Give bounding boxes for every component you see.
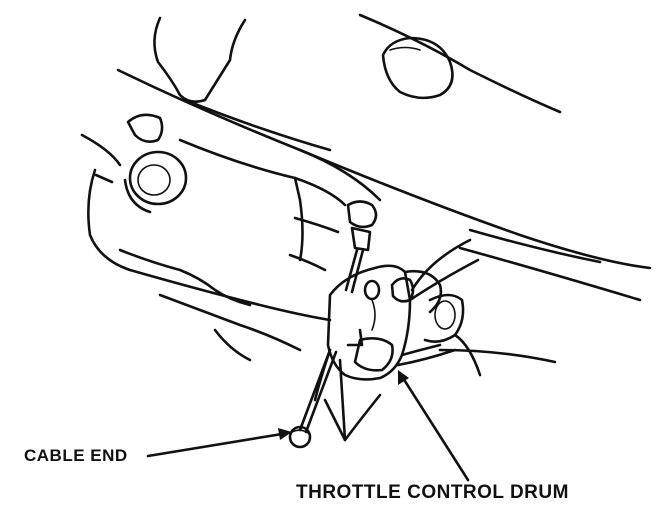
lower-housing	[158, 293, 302, 362]
throttle-drum	[313, 238, 557, 442]
leader-cable-end	[146, 428, 292, 458]
cylinder-housing	[80, 133, 347, 322]
casting-ear	[126, 113, 164, 143]
engine-casting	[116, 13, 652, 302]
throttle-control-drum-label: THROTTLE CONTROL DRUM	[296, 482, 569, 503]
cable-end-label: CABLE END	[24, 446, 128, 465]
leader-throttle-drum	[398, 370, 470, 482]
casting-boss-top	[381, 36, 454, 100]
